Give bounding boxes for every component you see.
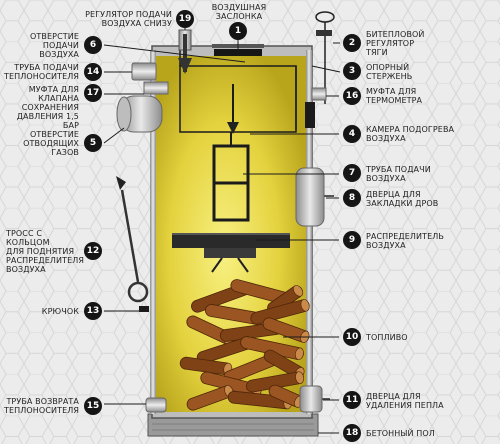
callout-number-2: 2 [343,34,361,52]
callout-number-15: 15 [84,397,102,415]
thermometer-coupling-16 [311,87,327,101]
callout-number-18: 18 [343,424,361,442]
ash-door-11 [299,385,330,413]
label-air-damper: ВОЗДУШНАЯ ЗАСЛОНКА [211,3,267,21]
callout-number-8: 8 [343,189,361,207]
callout-number-3: 3 [343,62,361,80]
hook [139,306,149,312]
label-draft-regulator: БИТЕПЛОВОЙ РЕГУЛЯТОР ТЯГИ [366,30,425,57]
callout-number-12: 12 [84,242,102,260]
callout-number-19: 19 [176,10,194,28]
label-bottom-air-regulator: РЕГУЛЯТОР ПОДАЧИ ВОЗДУХА СНИЗУ [85,10,172,28]
bottom-air-regulator [178,29,192,74]
label-concrete-floor: БЕТОННЫЙ ПОЛ [366,429,435,438]
label-cable-with-ring: ТРОСС С КОЛЬЦОМ ДЛЯ ПОДНЯТИЯ РАСПРЕДЕЛИТ… [6,229,84,274]
label-coolant-supply-pipe: ТРУБА ПОДАЧИ ТЕПЛОНОСИТЕЛЯ [4,63,79,81]
callout-number-10: 10 [343,328,361,346]
firewood [179,279,310,411]
callout-number-1: 1 [229,22,247,40]
cable-with-ring [116,176,149,303]
label-fuel: ТОПЛИВО [366,333,408,342]
label-air-inlet: ОТВЕРСТИЕ ПОДАЧИ ВОЗДУХА [30,32,79,59]
firewood-log [250,299,310,325]
firewood-log [240,336,304,361]
callout-number-4: 4 [343,125,361,143]
air-distributor [172,233,290,273]
leader-lines [103,28,341,434]
supply-pipe-14 [131,62,157,81]
label-ash-door: ДВЕРЦА ДЛЯ УДАЛЕНИЯ ПЕПЛА [366,392,444,410]
return-pipe-15 [145,397,167,413]
air-supply-pipe [212,132,250,222]
label-support-rod: ОПОРНЫЙ СТЕРЖЕНЬ [366,63,413,81]
callout-number-11: 11 [343,391,361,409]
callout-number-13: 13 [84,302,102,320]
flue-gas-outlet-5 [116,95,163,133]
label-wood-loading-door: ДВЕРЦА ДЛЯ ЗАКЛАДКИ ДРОВ [366,190,439,208]
callout-number-7: 7 [343,164,361,182]
valve-coupling-17 [143,81,169,95]
callout-number-6: 6 [84,36,102,54]
label-air-distributor: РАСПРЕДЕЛИТЕЛЬ ВОЗДУХА [366,232,444,250]
label-air-supply-pipe: ТРУБА ПОДАЧИ ВОЗДУХА [366,165,431,183]
callout-number-14: 14 [84,63,102,81]
firewood-log [245,371,305,393]
label-valve-coupling: МУФТА ДЛЯ КЛАПАНА СОХРАНЕНИЯ ДАВЛЕНИЯ 1,… [16,85,79,130]
label-flue-gas-outlet: ОТВЕРСТИЕ ОТВОДЯЩИХ ГАЗОВ [23,130,79,157]
label-hook: КРЮЧОК [41,307,79,316]
label-air-heating-chamber: КАМЕРА ПОДОГРЕВА ВОЗДУХА [366,125,455,143]
callout-number-9: 9 [343,231,361,249]
label-coolant-return-pipe: ТРУБА ВОЗВРАТА ТЕПЛОНОСИТЕЛЯ [4,397,79,415]
wood-loading-door-8 [295,167,334,227]
callout-number-5: 5 [84,134,102,152]
callout-number-16: 16 [343,87,361,105]
label-thermometer-coupling: МУФТА ДЛЯ ТЕРМОМЕТРА [366,87,423,105]
callout-number-17: 17 [84,84,102,102]
